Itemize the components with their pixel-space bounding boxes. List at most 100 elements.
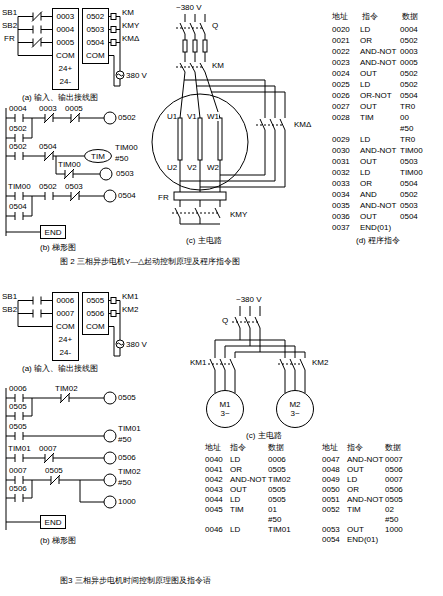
ladder-fig2b [44,113,54,123]
label-text: 指令 [362,12,378,21]
node-text: 24+ [59,333,73,346]
label-text: AND-NOT [360,201,396,210]
plc-output-block: 05050506COM [82,292,109,335]
label-text: 图 2 三相异步电机Y—△起动控制原理及程序指令图 [60,257,240,266]
node-text: END [45,228,62,237]
label-text: #50 [268,515,281,524]
label-text: OR [360,179,372,188]
label-text: AND-NOT [360,146,396,155]
main-circuit-fig3c [280,340,305,393]
label-text: 0505 [45,466,63,475]
label-text: 0043 [205,485,223,494]
label-text: TIM02 [118,467,141,476]
node-text: 0503 [86,23,104,36]
label-text: #50 [115,154,128,163]
label-text: TR0 [400,135,415,144]
main-circuit-fig2c [175,200,220,224]
label-text: Q [212,21,218,30]
node-text: TIM [91,152,105,161]
label-text: 0505 [385,495,403,504]
label-text: 0020 [332,25,350,34]
label-text: 0502 [39,182,57,191]
label-text: 0006 [268,455,286,464]
ladder-fig2b [15,212,23,220]
label-text: 0053 [322,525,340,534]
label-text: V1 [187,112,197,121]
label-text: 0040 [205,455,223,464]
label-text: 数据 [268,443,284,452]
node-text: 3~ [290,409,299,418]
label-text: AND-NOT [230,475,266,484]
label-text: 0506 [9,484,27,493]
label-text: 0034 [332,190,350,199]
label-text: ~380 V [236,295,262,304]
main-circuit-fig3c [235,306,260,352]
wiring-fig2a [18,17,52,56]
ladder-fig3b [104,430,116,442]
node-text: COM [56,49,75,62]
main-circuit-fig3c [215,340,305,352]
ladder-fig2b [45,192,53,200]
label-text: 0051 [322,495,340,504]
label-text: TIM [360,113,374,122]
label-text: OUT [360,157,377,166]
label-text: (b) 梯形图 [40,536,76,545]
label-text: 0506 [385,465,403,474]
wiring-fig2a [111,40,116,46]
label-text: W1 [207,112,219,121]
motor-circle: M13~ [206,390,244,428]
label-text: TIM02 [268,475,291,484]
label-text: LD [360,80,370,89]
wiring-fig2a [33,26,41,34]
label-text: TIM02 [55,384,78,393]
label-text: 380 V [126,340,147,349]
label-text: TIM01 [8,444,31,453]
label-text: 1000 [385,525,403,534]
main-circuit-fig2c [180,14,205,72]
ladder-fig3b [15,454,23,462]
label-text: 0045 [205,505,223,514]
label-text: LD [360,168,370,177]
label-text: 0005 [65,104,83,113]
label-text: 0050 [322,485,340,494]
ladder-fig2b [15,192,23,200]
label-text: TIM01 [268,525,291,534]
main-circuit-fig2c [193,40,197,52]
ladder-fig3b [44,453,54,463]
label-text: 地址 [322,443,338,452]
label-text: FR [4,34,15,43]
label-text: 0502 [118,113,136,122]
node-text: COM [86,320,105,333]
ladder-fig2b [70,113,80,123]
label-text: 0033 [332,179,350,188]
label-text: 0007 [9,466,27,475]
label-text: TIM [230,505,244,514]
label-text: 0003 [39,104,57,113]
label-text: KMY [230,210,247,219]
label-text: SB2 [2,21,17,30]
label-text: LD [230,525,240,534]
label-text: KMΔ [122,34,139,43]
label-text: OUT [360,69,377,78]
main-circuit-fig2c [203,40,207,52]
label-text: V2 [187,163,197,172]
ladder-fig3b [104,496,116,508]
label-text: 0505 [268,465,286,474]
label-text: OUT [347,465,364,474]
ladder-fig3b [15,432,23,440]
label-text: TIM01 [118,424,141,433]
label-text: 0005 [400,58,418,67]
label-text: 0025 [332,80,350,89]
ladder-fig2b [100,168,112,180]
label-text: SB1 [2,8,17,17]
label-text: 0506 [118,453,136,462]
node-text: 0006 [56,294,74,307]
node-text: 0005 [56,36,74,49]
wiring-fig2a [111,27,116,33]
label-text: Q [222,316,228,325]
main-circuit-fig2c [180,160,220,192]
label-text: 0502 [400,190,418,199]
node-text: 0004 [56,23,74,36]
node-text: 0505 [86,294,104,307]
